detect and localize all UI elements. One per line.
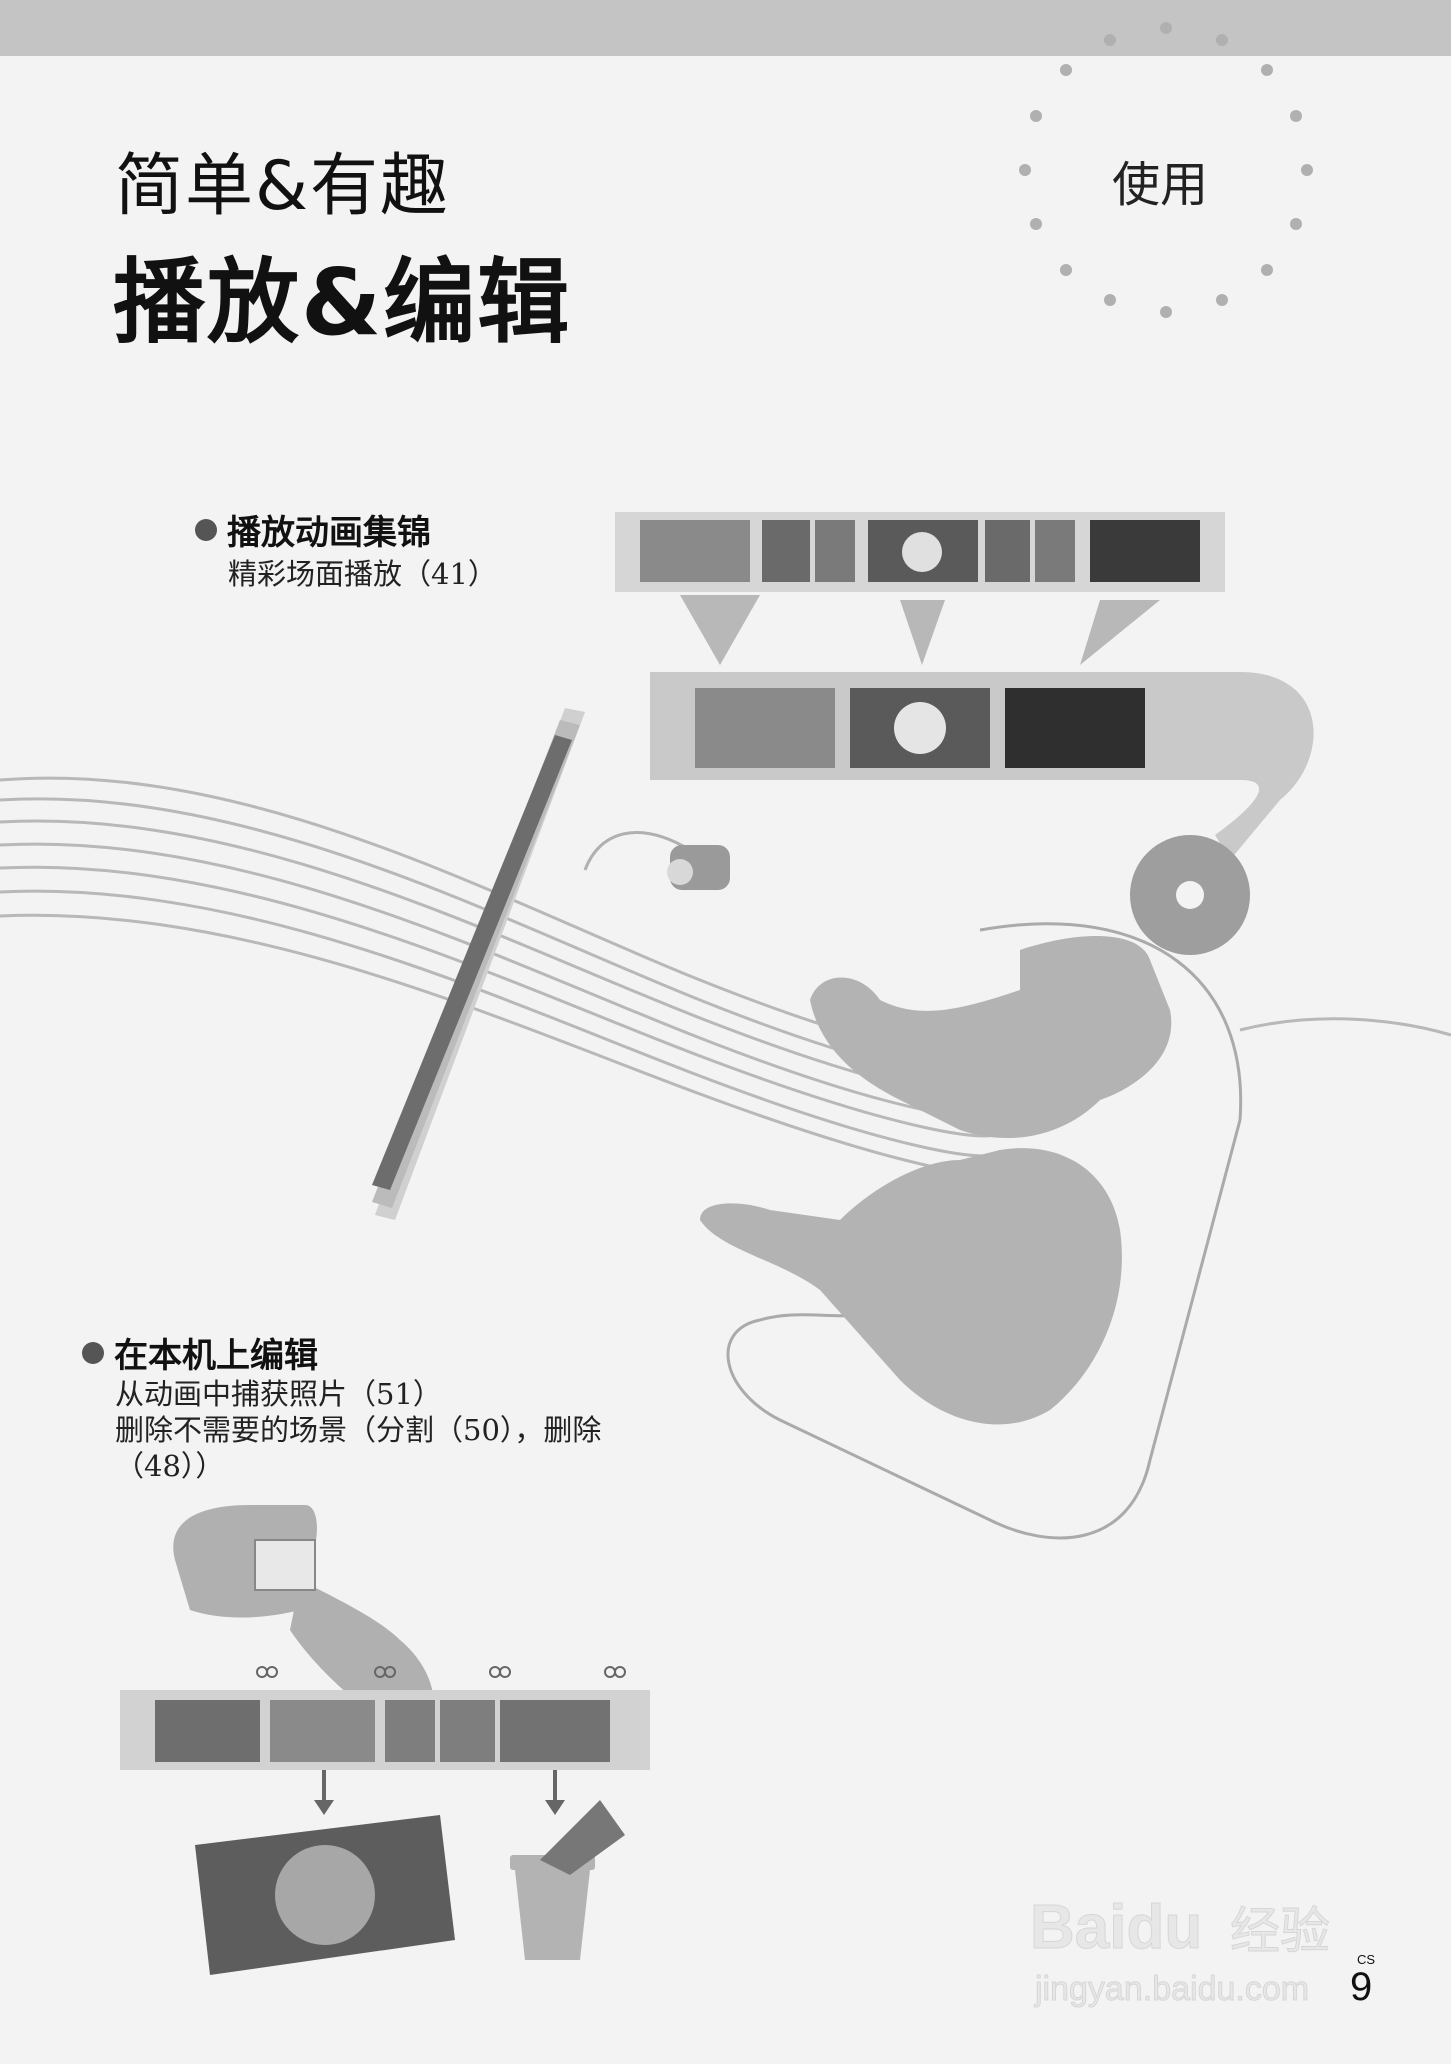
pointing-hand-icon xyxy=(173,1505,434,1720)
sofa xyxy=(726,922,1243,1540)
badge-dots xyxy=(1019,22,1313,318)
down-arrows xyxy=(314,1770,565,1815)
top-bar xyxy=(0,0,1451,56)
disc-icon xyxy=(1130,835,1250,955)
svg-text:Baidu: Baidu xyxy=(1030,1893,1202,1962)
camcorder-icon xyxy=(667,845,730,890)
svg-text:经验: 经验 xyxy=(1230,1902,1330,1960)
section-edit-heading: 在本机上编辑 xyxy=(82,1328,318,1377)
projection-rays xyxy=(680,595,1160,665)
people-silhouette xyxy=(700,936,1172,1425)
watermark: Baidu 经验 jingyan.baidu.com xyxy=(1030,1893,1331,2009)
desc-line: 精彩场面播放（41） xyxy=(228,557,497,591)
language-code: CS xyxy=(1357,1952,1376,1967)
film-strip-bottom xyxy=(120,1690,650,1770)
page-title: 播放&编辑 xyxy=(113,249,572,356)
desc-line: （48）） xyxy=(115,1449,225,1483)
svg-text:jingyan.baidu.com: jingyan.baidu.com xyxy=(1034,1970,1309,2008)
usage-badge-label: 使用 xyxy=(1112,157,1209,213)
desc-line: 删除不需要的场景（分割（50），删除 xyxy=(115,1413,602,1447)
desc-line: 从动画中捕获照片（51） xyxy=(115,1377,442,1411)
section-playback-title: 播放动画集锦 xyxy=(227,513,431,553)
film-strip-top xyxy=(615,512,1225,592)
page-subtitle: 简单&有趣 xyxy=(115,147,451,226)
camera-cable xyxy=(583,831,691,871)
tv-icon xyxy=(372,708,585,1220)
bullet-icon xyxy=(195,518,217,541)
bullet-icon xyxy=(82,1341,104,1364)
section-playback-heading: 播放动画集锦 xyxy=(195,505,431,554)
section-edit-desc: 从动画中捕获照片（51） 删除不需要的场景（分割（50），删除 （48）） xyxy=(115,1376,601,1484)
film-strip-selected xyxy=(650,672,1314,860)
scissors-icon xyxy=(256,1666,626,1678)
section-edit-title: 在本机上编辑 xyxy=(114,1336,318,1376)
trash-icon xyxy=(510,1800,625,1960)
section-playback-desc: 精彩场面播放（41） xyxy=(228,556,497,592)
page-number: 9 xyxy=(1350,1965,1373,2009)
